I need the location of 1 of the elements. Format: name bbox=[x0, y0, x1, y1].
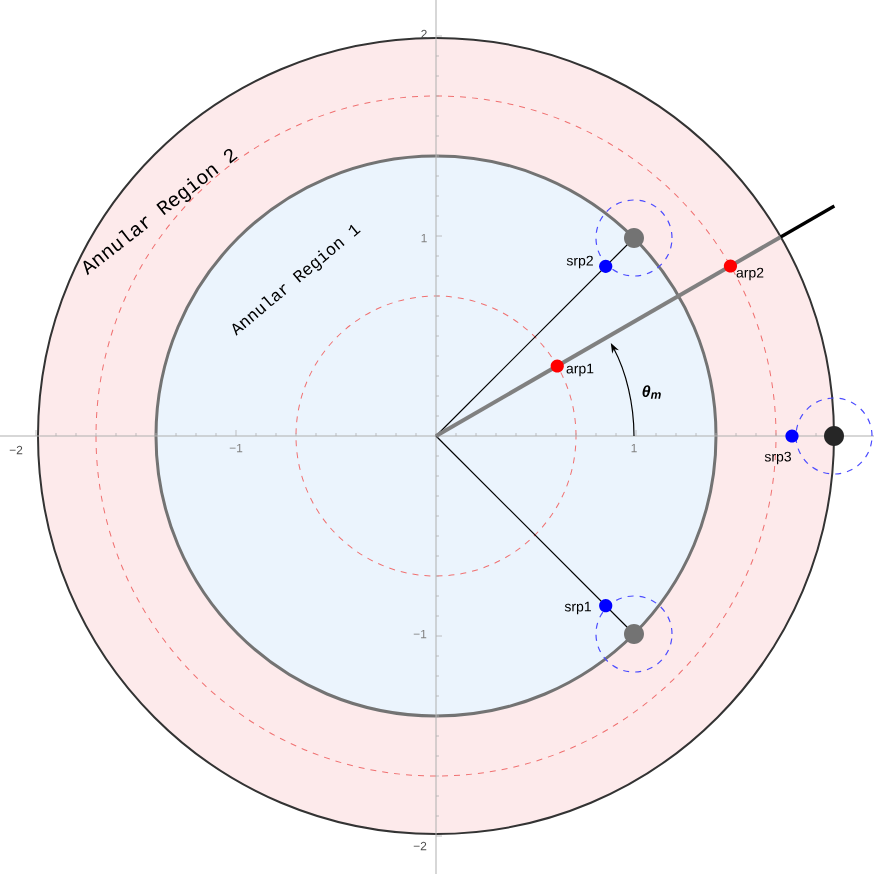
angle-label: θ$_{m}$ bbox=[642, 385, 661, 399]
